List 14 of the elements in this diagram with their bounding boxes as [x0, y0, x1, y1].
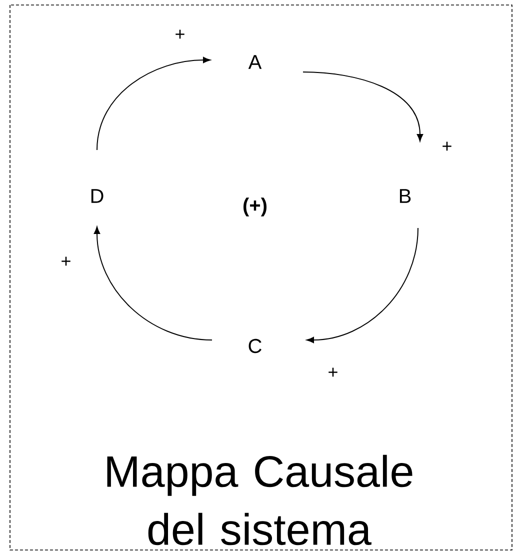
arrow [302, 72, 424, 142]
edge-label: + [440, 140, 454, 154]
variable-label: D [91, 189, 104, 203]
arrow [306, 228, 418, 344]
variable-label: A [248, 55, 262, 69]
caption: Mappa Causale del sistema [107, 454, 412, 546]
arrow [96, 56, 210, 150]
loop-sign: (+) [244, 198, 266, 216]
edge-label: + [174, 28, 186, 42]
variable-label: C [248, 338, 262, 354]
edge-label: + [60, 256, 72, 268]
arrow [94, 226, 212, 340]
edge-label: + [326, 366, 340, 380]
variable-label: B [400, 189, 411, 203]
